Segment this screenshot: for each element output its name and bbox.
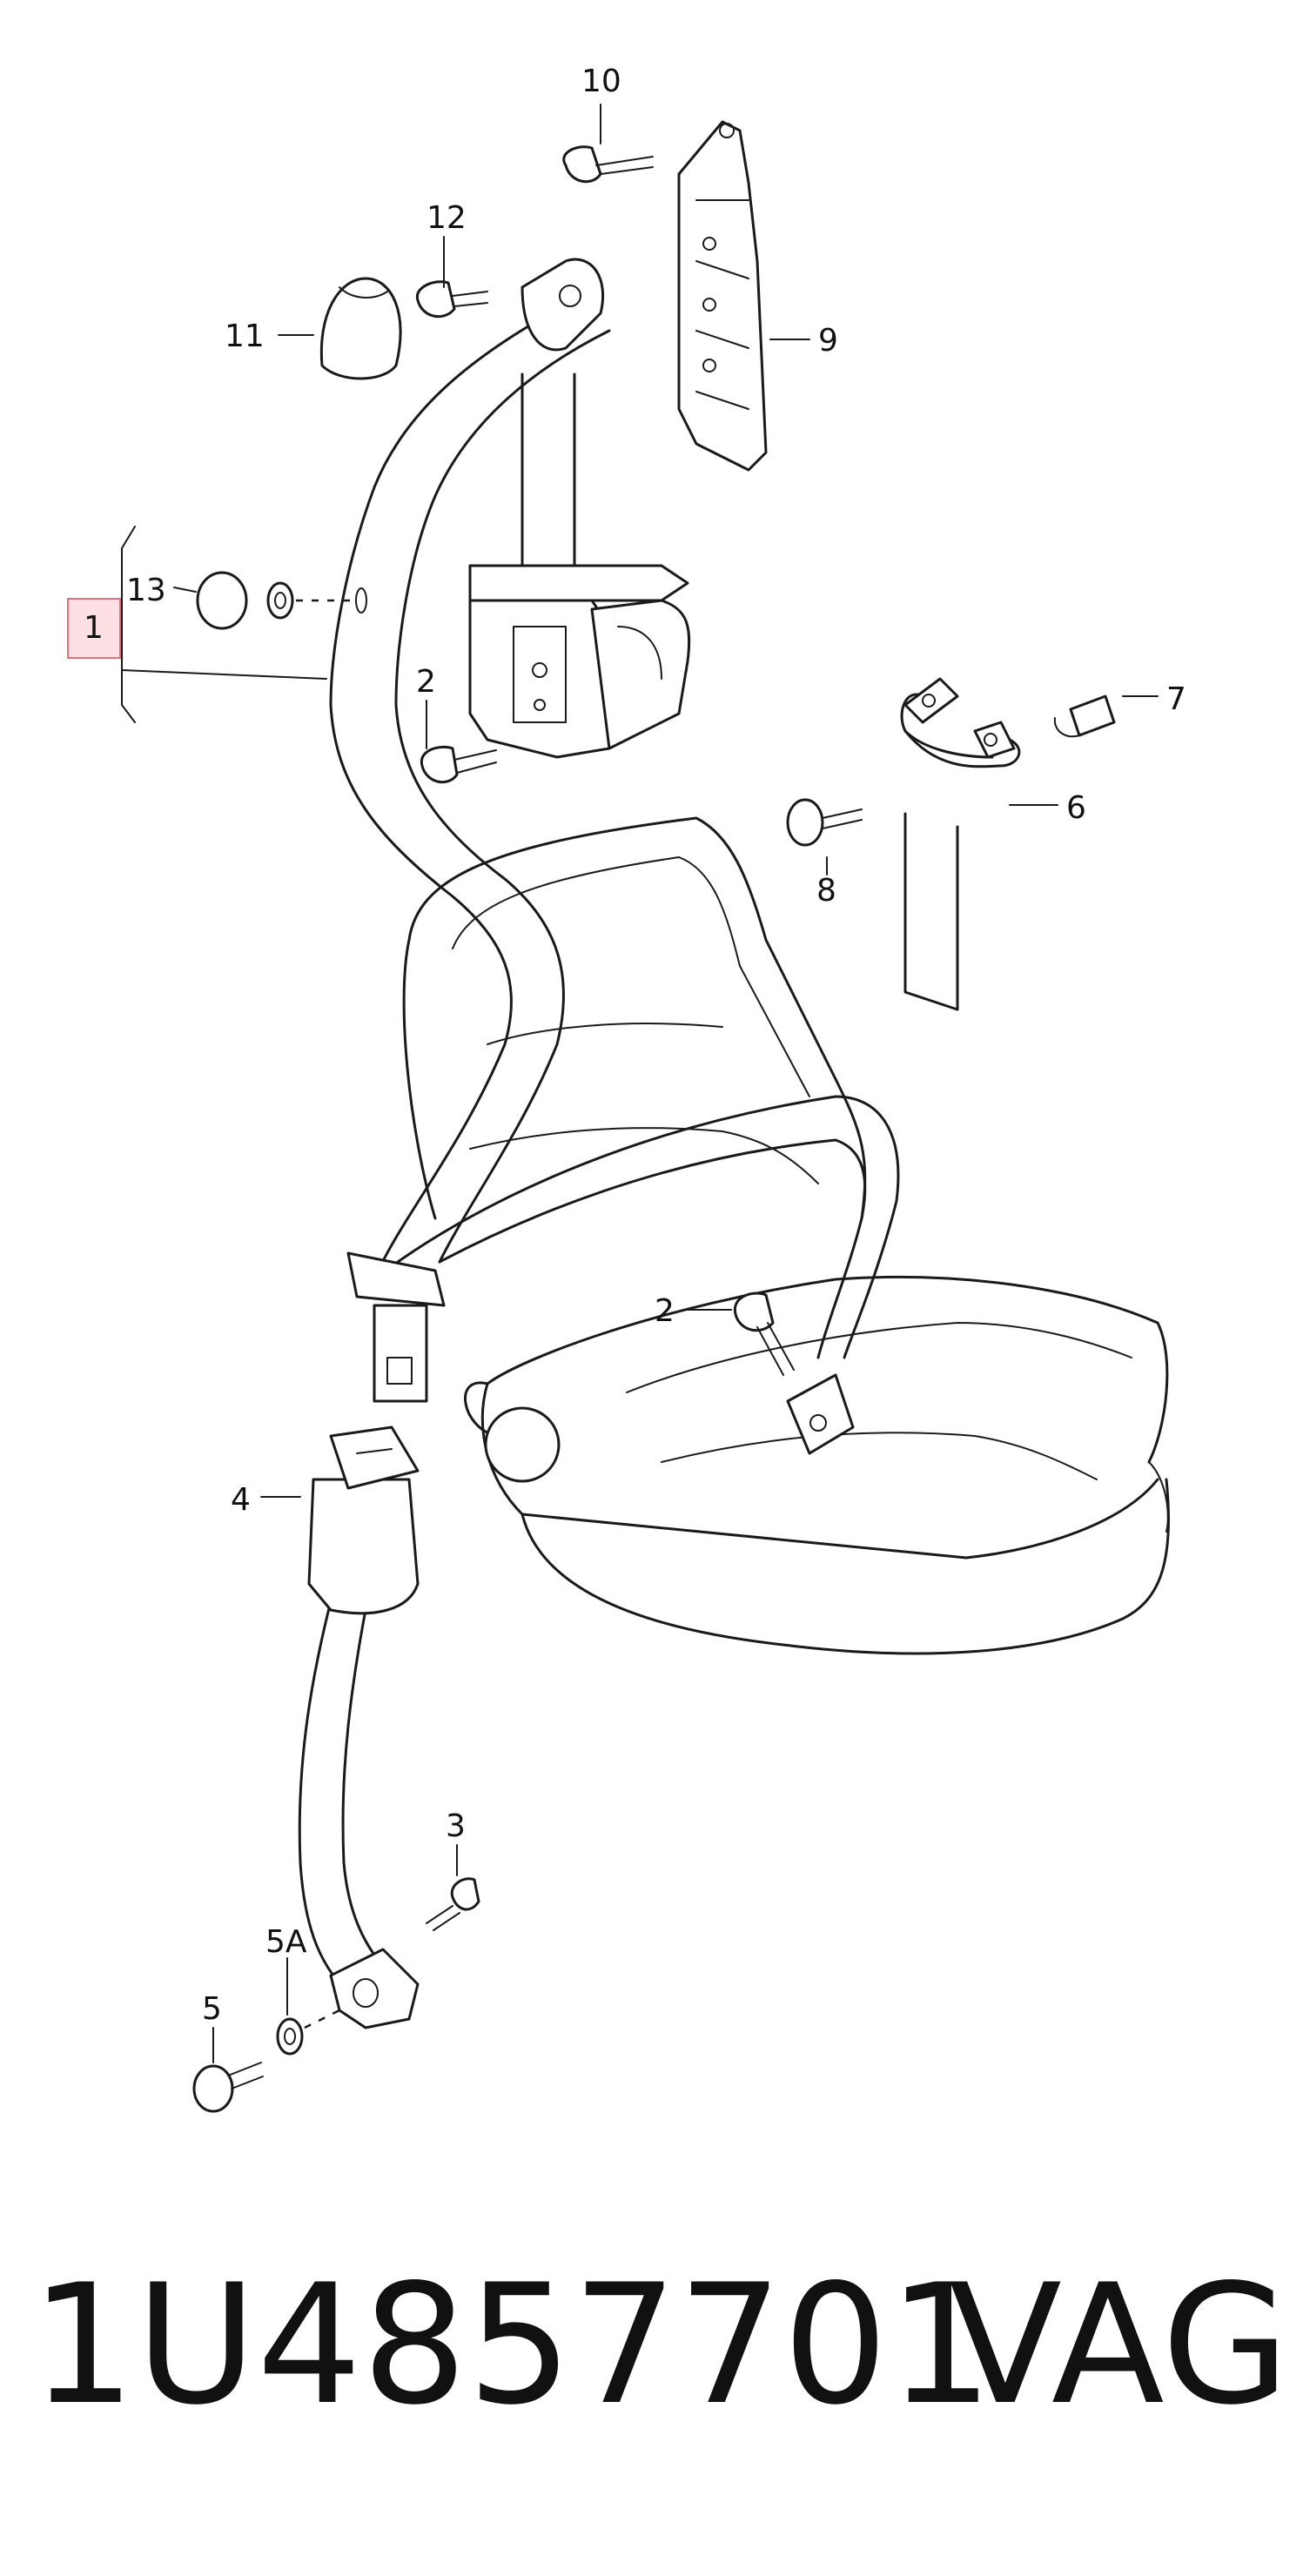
callout-13[interactable]: 13: [126, 573, 166, 608]
callout-12[interactable]: 12: [426, 200, 467, 236]
lower-anchor-fitting: [329, 1948, 420, 2029]
callout-4[interactable]: 4: [231, 1482, 251, 1518]
callout-5a[interactable]: 5A: [265, 1924, 307, 1960]
seat-drawing: [402, 816, 1170, 1655]
cap-13: [196, 571, 367, 630]
bolt-12: [415, 280, 488, 319]
callout-6[interactable]: 6: [1066, 790, 1086, 826]
callout-1-highlight: [67, 598, 121, 659]
callout-2-lower[interactable]: 2: [655, 1293, 675, 1329]
screw-8: [786, 798, 863, 847]
bracket-6: [900, 677, 1021, 1011]
bolt-3: [426, 1877, 480, 1931]
callout-10[interactable]: 10: [581, 64, 621, 99]
callout-1[interactable]: 1: [84, 610, 104, 646]
upper-anchor: [521, 258, 605, 352]
callout-9[interactable]: 9: [818, 323, 838, 359]
bolt-2-upper: [420, 745, 497, 784]
bolt-2-lower: [733, 1291, 795, 1376]
clip-nut-7: [1053, 694, 1116, 738]
belt-webbing: [298, 303, 900, 1995]
brand-name: VAG: [949, 2249, 1290, 2441]
height-adjuster-rail: [677, 120, 768, 472]
callout-7[interactable]: 7: [1166, 681, 1186, 717]
bolt-5: [192, 2009, 340, 2113]
callout-2-upper[interactable]: 2: [416, 664, 436, 700]
leader-lines: [121, 104, 1159, 2063]
tongue-plate: [346, 1251, 446, 1403]
callout-8[interactable]: 8: [816, 873, 836, 909]
callout-11[interactable]: 11: [225, 319, 265, 354]
seat-anchor-plate: [786, 1373, 855, 1455]
cover-cap-11: [319, 277, 402, 380]
callout-3[interactable]: 3: [446, 1808, 466, 1844]
buckle-4: [307, 1426, 420, 1615]
bolt-10: [562, 145, 654, 184]
part-number: 1U4857701: [30, 2249, 993, 2441]
callout-5[interactable]: 5: [202, 1991, 222, 2027]
belt-retractor: [468, 564, 691, 759]
